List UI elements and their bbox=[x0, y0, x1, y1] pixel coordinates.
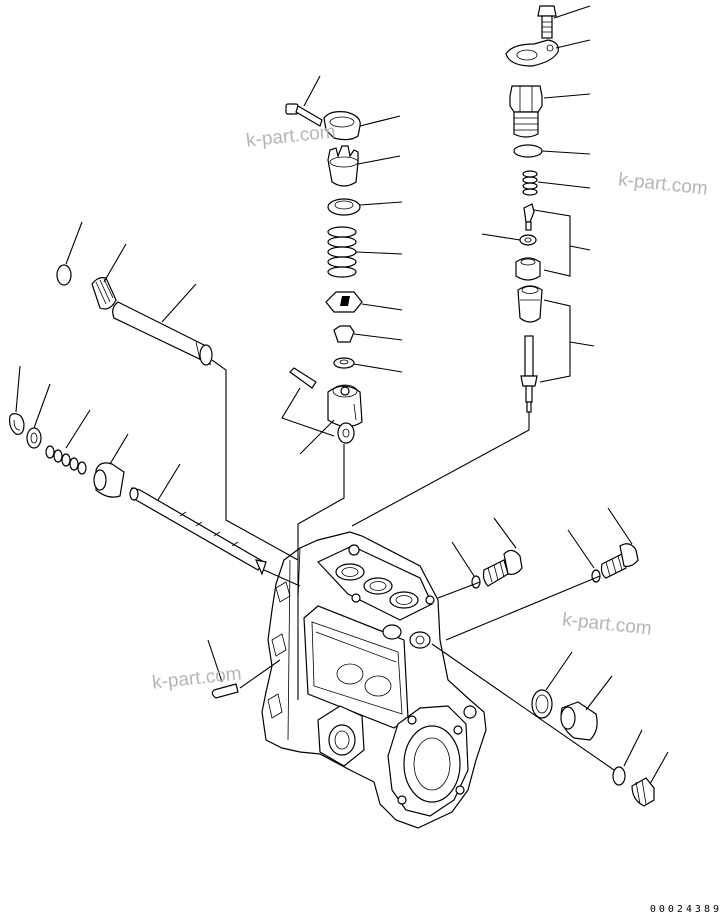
bushing bbox=[93, 462, 125, 498]
gasket-small bbox=[519, 234, 537, 246]
plug-b bbox=[600, 543, 639, 579]
delivery-valve-stack bbox=[505, 5, 559, 413]
rack-spring bbox=[45, 445, 87, 475]
delivery-spring bbox=[522, 170, 538, 196]
guide-tube bbox=[112, 301, 213, 366]
o-ring-left bbox=[56, 264, 72, 286]
bolt-small bbox=[285, 103, 323, 127]
diagram-serial-number: 00024389 bbox=[649, 904, 722, 915]
right-plugs bbox=[471, 543, 655, 807]
assembly-lines bbox=[211, 359, 615, 771]
tappet-pin bbox=[289, 367, 317, 389]
plunger bbox=[520, 335, 538, 413]
gasket-ring-large bbox=[531, 689, 553, 719]
plug-threaded-left bbox=[91, 277, 117, 310]
centre-stack bbox=[285, 103, 363, 444]
circlip bbox=[9, 413, 25, 435]
barrel bbox=[517, 285, 543, 323]
tappet-roller bbox=[337, 422, 355, 444]
spring-seat-upper bbox=[327, 198, 361, 216]
delivery-valve-holder bbox=[509, 85, 543, 138]
washer-small bbox=[333, 357, 355, 369]
clamp bbox=[323, 111, 361, 141]
tappet bbox=[327, 384, 363, 428]
end-plug-large bbox=[560, 701, 598, 741]
control-rack bbox=[129, 487, 267, 576]
pump-housing bbox=[261, 531, 487, 829]
delivery-valve bbox=[523, 203, 535, 231]
washer-left bbox=[26, 427, 42, 449]
bolt-top bbox=[537, 5, 557, 39]
plug-a bbox=[482, 549, 523, 587]
end-plug-small bbox=[631, 777, 655, 807]
plunger-spring bbox=[327, 226, 357, 278]
spring-seat-lower bbox=[325, 291, 363, 313]
o-ring-c bbox=[612, 766, 626, 786]
valve-seat bbox=[515, 257, 541, 281]
control-sleeve bbox=[327, 145, 359, 187]
o-ring-holder bbox=[513, 144, 543, 158]
flange-plate bbox=[505, 39, 559, 67]
left-shaft-parts bbox=[9, 264, 267, 699]
plunger-head bbox=[333, 325, 355, 343]
leader-lines bbox=[15, 5, 669, 785]
pin-lower-left bbox=[211, 683, 239, 699]
